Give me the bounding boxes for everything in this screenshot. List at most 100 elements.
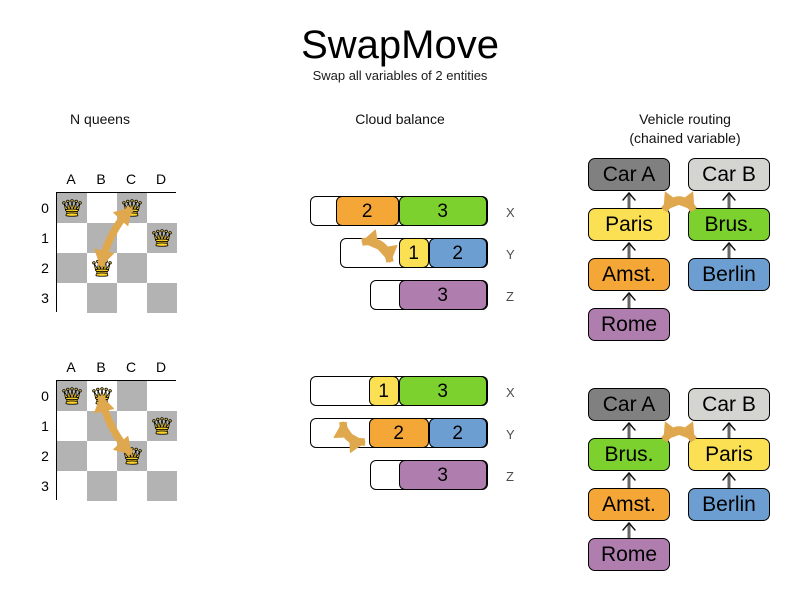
board-cell[interactable] [87,223,117,253]
cloud-process-segment[interactable]: 1 [368,376,399,406]
board-cell[interactable] [57,253,87,283]
board-cell[interactable] [87,283,117,313]
vehicle-a-node[interactable]: Rome [588,308,670,341]
chain-arrow [622,191,636,208]
cloud-computer-label: Z [506,469,514,484]
vehicle-a-node[interactable]: Amst. [588,488,670,521]
cloud-process-segment[interactable]: 2 [368,418,429,448]
board-cell[interactable] [87,253,117,283]
arrow-head [676,421,695,441]
vehicle-a-node[interactable]: Car A [588,388,670,421]
board-file-label: C [125,171,137,187]
board-file-label: D [155,171,167,187]
board-cell[interactable] [57,283,87,313]
chain-arrow [622,421,636,438]
cloud-process-segment[interactable]: 3 [398,196,487,226]
board-file-label: B [96,171,106,187]
arrow-head [663,191,682,211]
vehicle-b-node[interactable]: Berlin [688,488,770,521]
board-cell[interactable] [117,411,147,441]
board-cell[interactable] [147,253,177,283]
page-title: SwapMove [301,23,499,67]
vehicle-a-node[interactable]: Rome [588,538,670,571]
board-cell[interactable] [57,441,87,471]
board-cell[interactable] [117,223,147,253]
chain-arrow [622,291,636,308]
board-cell[interactable] [57,381,87,411]
board-cell[interactable] [117,471,147,501]
vehicle-b-node[interactable]: Paris [688,438,770,471]
chain-arrow [622,241,636,258]
board-rank-label: 2 [41,448,49,464]
cloud-process-segment[interactable]: 2 [335,196,399,226]
cloud-process-segment[interactable]: 2 [428,238,487,268]
cloud-computer-label: X [506,385,515,400]
vrp-swap-arrow [661,421,697,443]
cloud-computer-label: Z [506,289,514,304]
board-rank-label: 1 [41,418,49,434]
chain-arrow [622,471,636,488]
vehicle-a-node[interactable]: Amst. [588,258,670,291]
board-cell[interactable] [57,471,87,501]
board-file-label: A [66,171,76,187]
board-rank-label: 3 [41,290,49,306]
board-cell[interactable] [87,471,117,501]
arrow-head [663,421,682,441]
chain-arrow [722,421,736,438]
board-cell[interactable] [147,193,177,223]
chess-board [56,380,177,501]
board-cell[interactable] [57,411,87,441]
board-rank-label: 0 [41,388,49,404]
cloud-process-segment[interactable]: 2 [428,418,487,448]
board-file-label: D [155,359,167,375]
column-title-vehicle-routing: Vehicle routing (chained variable) [629,111,741,146]
cloud-process-segment[interactable]: 3 [398,460,487,490]
chess-board [56,192,177,313]
board-cell[interactable] [147,471,177,501]
vehicle-b-node[interactable]: Car B [688,388,770,421]
cloud-process-segment[interactable]: 3 [398,376,487,406]
vehicle-b-node[interactable]: Car B [688,158,770,191]
vehicle-a-node[interactable]: Paris [588,208,670,241]
board-cell[interactable] [147,411,177,441]
board-cell[interactable] [117,193,147,223]
board-file-label: C [125,359,137,375]
vehicle-a-node[interactable]: Car A [588,158,670,191]
board-rank-label: 0 [41,200,49,216]
column-title-cloud-balance: Cloud balance [355,111,445,127]
board-cell[interactable] [147,441,177,471]
chain-arrow [622,521,636,538]
board-file-label: B [96,359,106,375]
board-rank-label: 1 [41,230,49,246]
board-cell[interactable] [87,441,117,471]
vehicle-a-node[interactable]: Brus. [588,438,670,471]
cloud-computer-label: Y [506,427,515,442]
cloud-process-segment[interactable]: 3 [398,280,487,310]
page-subtitle: Swap all variables of 2 entities [312,68,488,83]
arrow-head [676,191,695,211]
board-cell[interactable] [87,411,117,441]
board-cell[interactable] [87,381,117,411]
board-cell[interactable] [117,381,147,411]
cloud-computer-label: X [506,205,515,220]
board-cell[interactable] [147,223,177,253]
vehicle-b-node[interactable]: Brus. [688,208,770,241]
board-rank-label: 3 [41,478,49,494]
board-cell[interactable] [147,283,177,313]
vehicle-b-node[interactable]: Berlin [688,258,770,291]
board-cell[interactable] [57,193,87,223]
board-cell[interactable] [117,283,147,313]
board-cell[interactable] [117,253,147,283]
board-cell[interactable] [147,381,177,411]
cloud-process-segment[interactable]: 1 [398,238,429,268]
board-cell[interactable] [57,223,87,253]
chain-arrow [722,471,736,488]
column-title-n-queens: N queens [70,111,130,127]
vrp-swap-arrow [661,191,697,213]
board-cell[interactable] [117,441,147,471]
board-cell[interactable] [87,193,117,223]
